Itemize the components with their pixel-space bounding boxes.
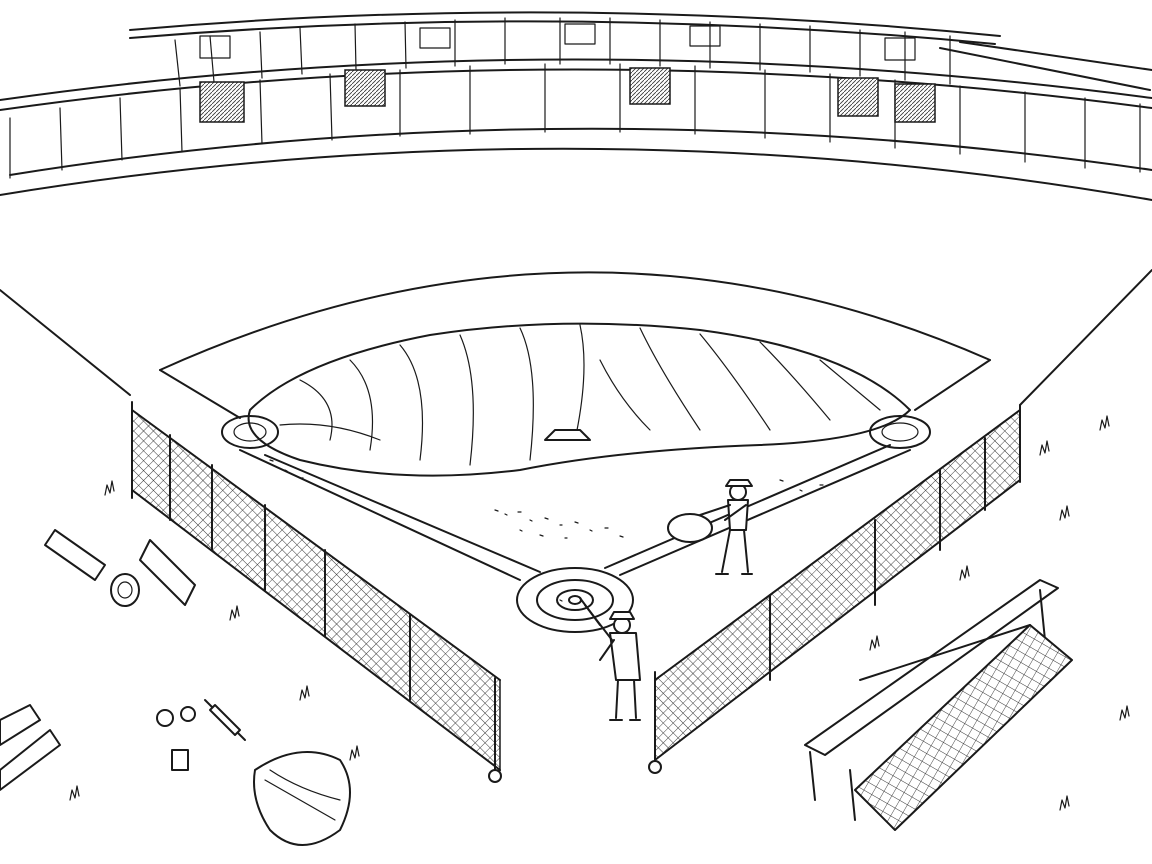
right-chain-link-fence: [648, 404, 1021, 774]
infield-dirt-edge: [159, 359, 991, 419]
hose-coil-2: [0, 729, 61, 791]
rolled-tube: [44, 529, 106, 581]
first-base-area: [869, 415, 931, 449]
small-item-1: [156, 709, 174, 727]
scattered-equipment: [0, 529, 351, 846]
tarp-covered-infield: [247, 322, 911, 477]
infield-grass-arc: [159, 271, 991, 371]
batting-cage-net: [853, 623, 1074, 832]
third-base-area: [221, 415, 279, 449]
outfield-warning-track: [0, 269, 1152, 406]
small-item-2: [180, 706, 196, 722]
small-can: [171, 749, 189, 771]
third-base-line: [239, 449, 541, 581]
tool: [209, 704, 241, 736]
pitchers-mound-edge: [544, 429, 591, 441]
equipment-bench: [804, 579, 1059, 821]
dirt-speckles: [269, 459, 824, 602]
home-plate: [516, 567, 634, 633]
stadium-grandstand: [0, 11, 1152, 201]
grass-tufts: [69, 415, 1130, 811]
groundskeeper-worker-left: [579, 597, 641, 721]
grandstand-windows: [199, 23, 936, 123]
bat: [139, 539, 196, 606]
roller-wheel: [110, 573, 140, 607]
groundskeeper-worker-right: [667, 479, 753, 575]
left-chain-link-fence: [131, 401, 502, 783]
hose-coil-1: [0, 704, 41, 746]
